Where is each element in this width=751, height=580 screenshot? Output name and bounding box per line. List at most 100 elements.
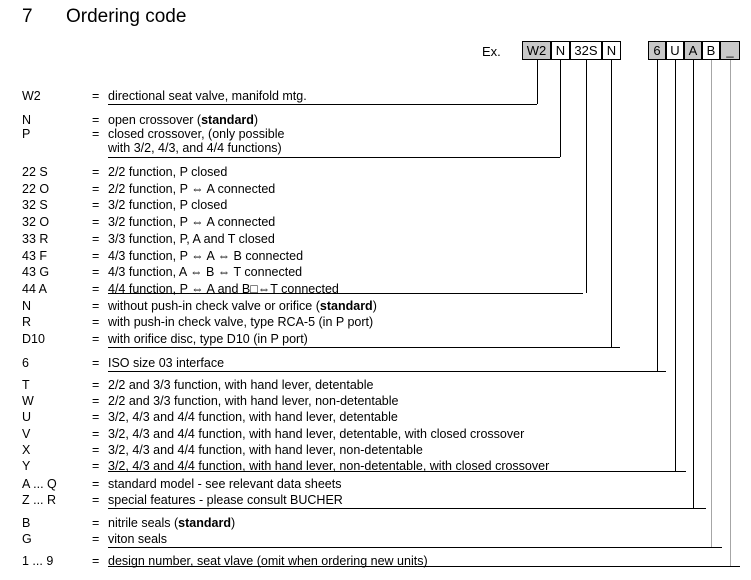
group-rule-4 (108, 371, 666, 372)
connector-vertical-a (693, 60, 694, 508)
code-description: 4/4 function, P ⇔ A and B□⇔T connected (108, 282, 339, 296)
equals-sign: = (92, 516, 100, 530)
equals-sign: = (92, 249, 100, 263)
equals-sign: = (92, 113, 100, 127)
code-key: X (22, 443, 31, 457)
equals-sign: = (92, 165, 100, 179)
code-key: P (22, 127, 31, 141)
code-box-3[interactable]: N (602, 41, 621, 60)
code-description: 3/3 function, P, A and T closed (108, 232, 275, 246)
code-box-5[interactable]: U (666, 41, 684, 60)
code-description: without push-in check valve or orifice (… (108, 299, 377, 313)
code-key: N (22, 113, 32, 127)
code-key: 33 R (22, 232, 49, 246)
group-rule-7 (108, 547, 722, 548)
code-description: 2/2 and 3/3 function, with hand lever, d… (108, 378, 374, 392)
code-description: 3/2, 4/3 and 4/4 function, with hand lev… (108, 459, 550, 473)
code-description: standard model - see relevant data sheet… (108, 477, 342, 491)
equals-sign: = (92, 554, 100, 568)
code-description: 3/2, 4/3 and 4/4 function, with hand lev… (108, 443, 423, 457)
code-key: 22 S (22, 165, 48, 179)
code-description: 2/2 function, P ⇔ A connected (108, 182, 276, 196)
code-key: 22 O (22, 182, 50, 196)
code-key: N (22, 299, 32, 313)
equals-sign: = (92, 232, 100, 246)
code-box-0[interactable]: W2 (522, 41, 551, 60)
group-rule-3 (108, 347, 620, 348)
section-title: Ordering code (66, 6, 187, 27)
equals-sign: = (92, 394, 100, 408)
equals-sign: = (92, 315, 100, 329)
code-description: 4/3 function, P ⇔ A ⇔ B connected (108, 249, 304, 263)
page-title: 7 Ordering code (22, 6, 186, 28)
code-description: 3/2, 4/3 and 4/4 function, with hand lev… (108, 410, 398, 424)
equals-sign: = (92, 299, 100, 313)
code-box-4[interactable]: 6 (648, 41, 666, 60)
code-key: V (22, 427, 31, 441)
code-description: with push-in check valve, type RCA-5 (in… (108, 315, 374, 329)
code-key: 6 (22, 356, 29, 370)
code-description: 2/2 function, P closed (108, 165, 228, 179)
code-description: special features - please consult BUCHER (108, 493, 343, 507)
connector-vertical-32s (586, 60, 587, 293)
code-description: open crossover (standard) (108, 113, 259, 127)
connector-vertical-n (560, 60, 561, 157)
connector-vertical-6 (657, 60, 658, 371)
code-description: nitrile seals (standard) (108, 516, 236, 530)
code-key: Y (22, 459, 31, 473)
group-rule-2 (108, 293, 583, 294)
group-rule-1 (108, 157, 560, 158)
section-number: 7 (22, 6, 33, 27)
code-description: 3/2 function, P ⇔ A connected (108, 215, 276, 229)
equals-sign: = (92, 332, 100, 346)
example-label: Ex. (482, 44, 501, 59)
equals-sign: = (92, 532, 100, 546)
equals-sign: = (92, 378, 100, 392)
code-description-emphasis: standard (319, 299, 373, 313)
code-key: A ... Q (22, 477, 57, 491)
group-rule-8 (108, 566, 740, 567)
connector-vertical-dash (730, 60, 731, 566)
equals-sign: = (92, 493, 100, 507)
code-key: Z ... R (22, 493, 57, 507)
equals-sign: = (92, 182, 100, 196)
code-key: W (22, 394, 34, 408)
code-description: design number, seat vlave (omit when ord… (108, 554, 428, 568)
group-rule-0 (108, 104, 537, 105)
equals-sign: = (92, 477, 100, 491)
equals-sign: = (92, 127, 100, 141)
code-description: with orifice disc, type D10 (in P port) (108, 332, 308, 346)
code-key: 1 ... 9 (22, 554, 54, 568)
equals-sign: = (92, 410, 100, 424)
code-key: R (22, 315, 32, 329)
equals-sign: = (92, 198, 100, 212)
code-box-1[interactable]: N (551, 41, 570, 60)
equals-sign: = (92, 356, 100, 370)
connector-vertical-n2 (611, 60, 612, 347)
code-key: T (22, 378, 30, 392)
code-description: closed crossover, (only possible (108, 127, 285, 141)
code-key: B (22, 516, 31, 530)
code-description-emphasis: standard (178, 516, 231, 530)
code-box-7[interactable]: B (702, 41, 720, 60)
equals-sign: = (92, 215, 100, 229)
connector-vertical-w2 (537, 60, 538, 104)
connector-vertical-b (711, 60, 712, 547)
equals-sign: = (92, 443, 100, 457)
code-description: 4/3 function, A ⇔ B ⇔ T connected (108, 265, 303, 279)
code-key: D10 (22, 332, 45, 346)
code-description: 2/2 and 3/3 function, with hand lever, n… (108, 394, 399, 408)
equals-sign: = (92, 427, 100, 441)
code-description: 3/2, 4/3 and 4/4 function, with hand lev… (108, 427, 525, 441)
equals-sign: = (92, 282, 100, 296)
code-box-2[interactable]: 32S (570, 41, 602, 60)
code-key: 43 G (22, 265, 50, 279)
connector-vertical-u (675, 60, 676, 471)
code-key: 43 F (22, 249, 48, 263)
group-rule-6 (108, 508, 706, 509)
code-description: directional seat valve, manifold mtg. (108, 89, 307, 103)
code-box-6[interactable]: A (684, 41, 702, 60)
code-box-8[interactable]: _ (720, 41, 740, 60)
equals-sign: = (92, 265, 100, 279)
code-key: W2 (22, 89, 41, 103)
